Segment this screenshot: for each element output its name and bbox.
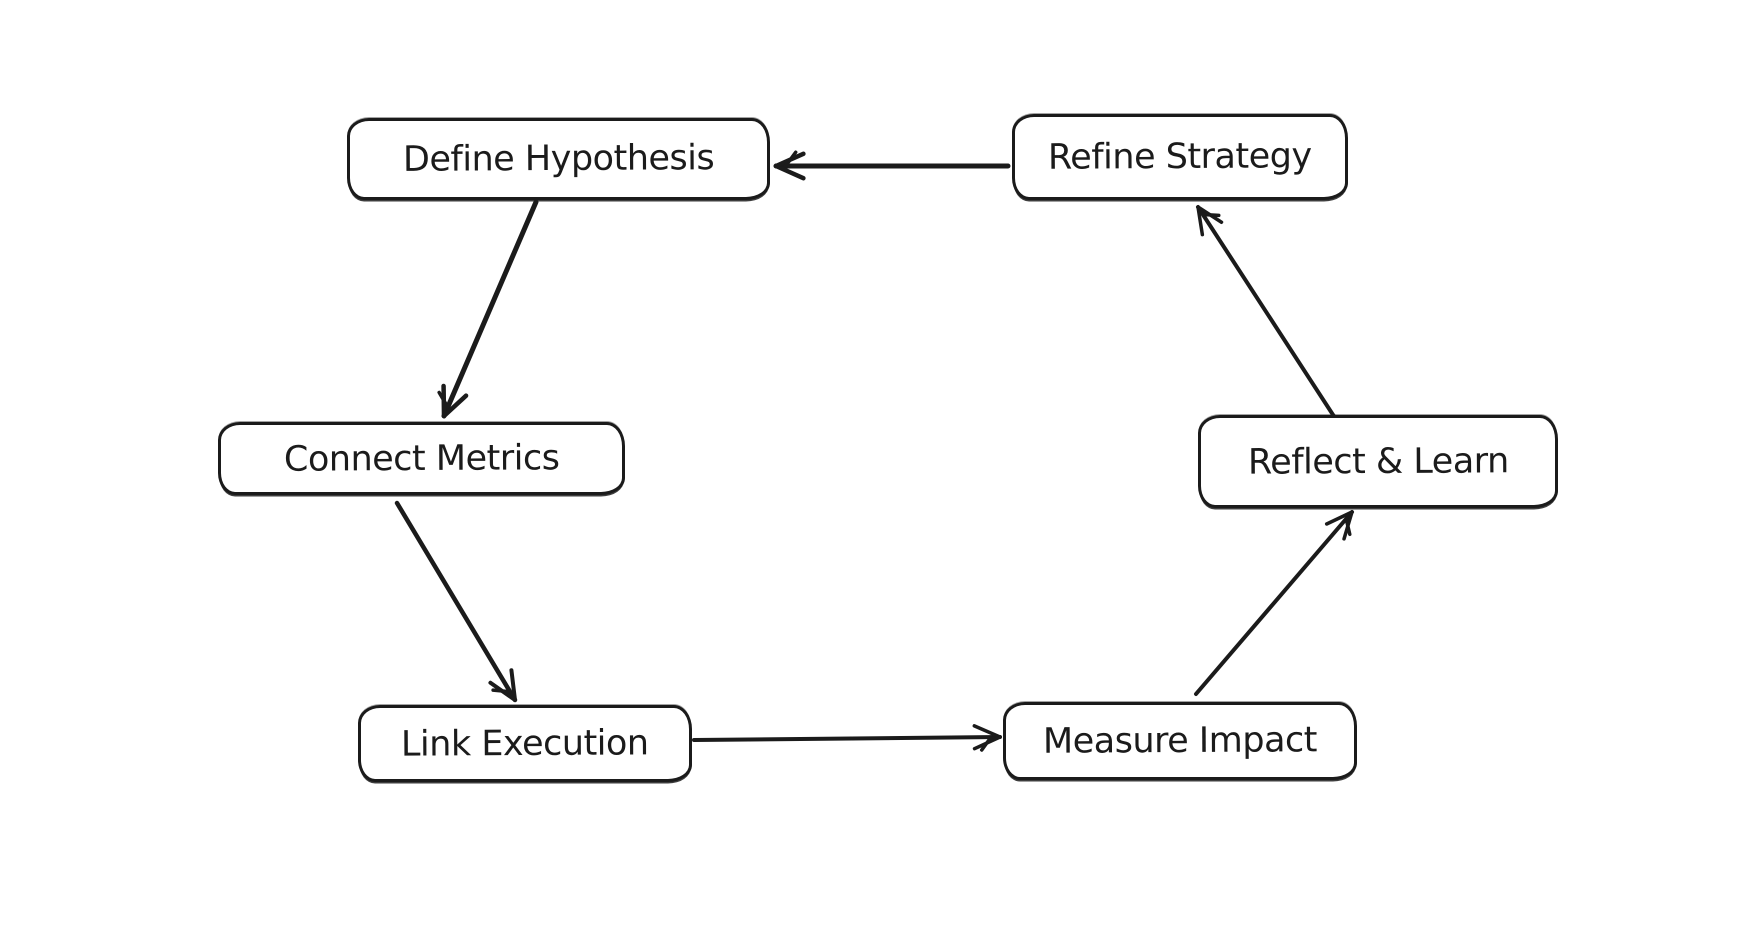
node-label-connect-metrics: Connect Metrics [283,437,560,480]
edge-refine-strategy-to-define-hypothesis[interactable] [773,150,1011,181]
edge-connect-metrics-to-link-execution[interactable] [394,500,518,703]
node-connect-metrics[interactable]: Connect Metrics [218,422,625,495]
edge-measure-impact-to-reflect-learn[interactable] [1194,510,1354,696]
node-label-refine-strategy: Refine Strategy [1048,136,1312,178]
node-link-execution[interactable]: Link Execution [358,705,692,782]
node-label-link-execution: Link Execution [401,722,649,765]
node-refine-strategy[interactable]: Refine Strategy [1012,114,1348,200]
edge-define-hypothesis-to-connect-metrics[interactable] [437,199,539,419]
edge-link-execution-to-measure-impact[interactable] [692,724,1002,752]
node-label-define-hypothesis: Define Hypothesis [402,138,715,180]
node-label-measure-impact: Measure Impact [1042,720,1318,762]
node-label-reflect-learn: Reflect & Learn [1247,440,1509,483]
node-reflect-learn[interactable]: Reflect & Learn [1198,415,1558,508]
node-measure-impact[interactable]: Measure Impact [1003,702,1357,780]
edge-reflect-learn-to-refine-strategy[interactable] [1196,205,1339,423]
node-define-hypothesis[interactable]: Define Hypothesis [347,118,770,200]
